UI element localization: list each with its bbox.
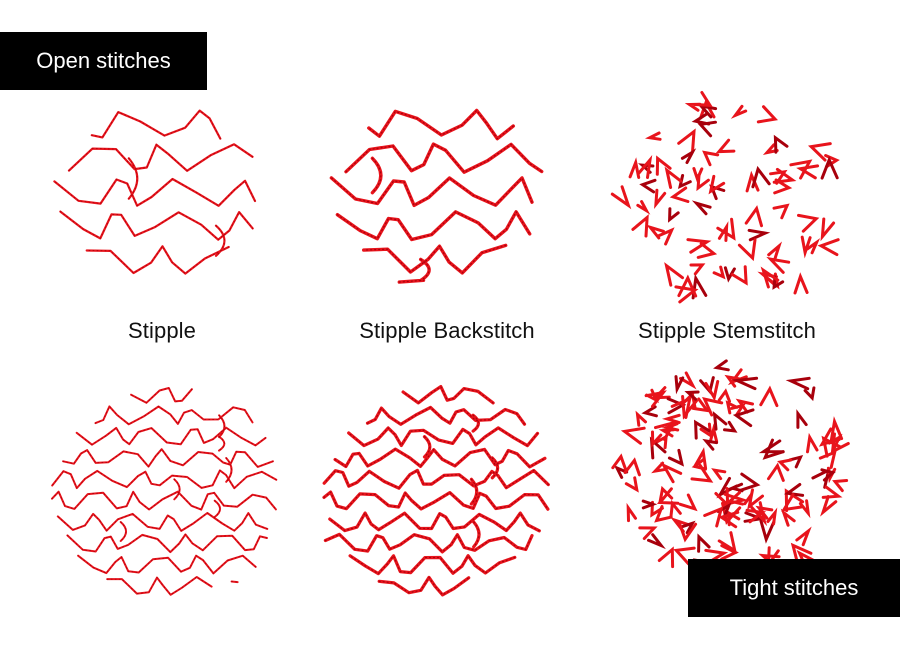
stipple-open-swatch bbox=[32, 64, 288, 320]
open-stitches-label: Open stitches bbox=[36, 48, 171, 73]
backstitch-open-swatch bbox=[309, 64, 565, 320]
stipple-pattern-icon bbox=[27, 352, 303, 628]
caption-stipple: Stipple bbox=[128, 318, 196, 343]
stemstitch-pattern-icon bbox=[610, 91, 840, 304]
stipple-tight-swatch bbox=[27, 352, 303, 628]
caption-stipple-backstitch: Stipple Backstitch bbox=[359, 318, 535, 343]
caption-stipple-stemstitch: Stipple Stemstitch bbox=[638, 318, 816, 343]
backstitch-tight-swatch bbox=[299, 352, 575, 628]
stemstitch-pattern-icon bbox=[611, 359, 850, 589]
stipple-pattern-icon bbox=[322, 385, 550, 597]
stipple-pattern-icon bbox=[329, 108, 544, 284]
tight-stitches-tag: Tight stitches bbox=[688, 559, 900, 617]
open-stitches-tag: Open stitches bbox=[0, 32, 207, 90]
stemstitch-open-swatch bbox=[592, 60, 862, 330]
tight-stitches-label: Tight stitches bbox=[729, 575, 859, 600]
stemstitch-tight-swatch bbox=[595, 335, 865, 605]
stipple-pattern-icon bbox=[32, 64, 288, 320]
